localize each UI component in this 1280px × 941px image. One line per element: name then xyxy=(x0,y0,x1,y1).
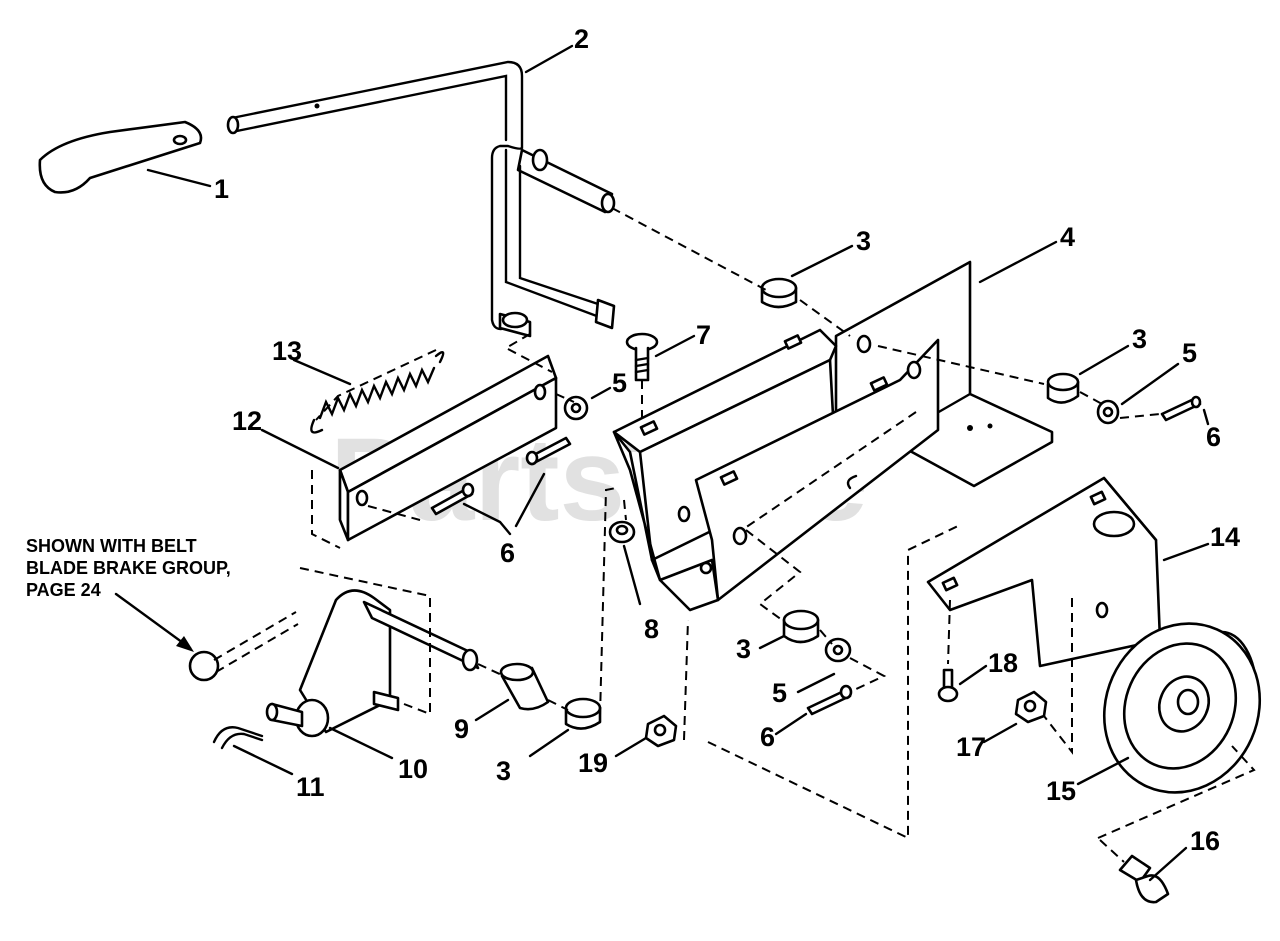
part-3-bushing-bottom[interactable] xyxy=(782,609,820,644)
assembly-guide-lines xyxy=(299,207,1256,863)
main-channel-bracket[interactable] xyxy=(612,328,940,612)
callout-6-right: 6 xyxy=(1206,422,1221,452)
part-18-bolt[interactable] xyxy=(937,668,959,703)
callout-7: 7 xyxy=(696,320,711,350)
callout-3-left: 3 xyxy=(496,756,511,786)
callout-2: 2 xyxy=(574,24,589,54)
callout-16: 16 xyxy=(1190,826,1220,856)
callout-9: 9 xyxy=(454,714,469,744)
callout-10: 10 xyxy=(398,754,428,784)
part-15-pulley[interactable] xyxy=(1078,599,1280,818)
part-13-spring[interactable] xyxy=(310,350,445,434)
part-6-cotter-pin-right[interactable] xyxy=(1160,395,1202,422)
callout-14: 14 xyxy=(1210,522,1240,552)
part-5-washer-lower[interactable] xyxy=(824,637,852,663)
part-6-cotter-pin-middle[interactable] xyxy=(430,482,475,516)
callout-8: 8 xyxy=(644,614,659,644)
callout-12: 12 xyxy=(232,406,262,436)
note-line-1: SHOWN WITH BELT xyxy=(26,536,197,556)
part-3-bushing-top[interactable] xyxy=(760,277,798,309)
callout-13: 13 xyxy=(272,336,302,366)
callout-11: 11 xyxy=(296,772,325,802)
part-3-bushing-right[interactable] xyxy=(1046,372,1080,404)
part-10-pivot-plate[interactable] xyxy=(265,589,480,738)
callout-5-upper: 5 xyxy=(612,368,627,398)
part-17-hex-nut[interactable] xyxy=(1014,690,1048,724)
callout-6-middle: 6 xyxy=(500,538,515,568)
part-5-washer-upper[interactable] xyxy=(563,395,589,421)
note-line-3: PAGE 24 xyxy=(26,580,101,600)
part-19-flange-nut[interactable] xyxy=(644,714,678,748)
callout-4: 4 xyxy=(1060,222,1075,252)
part-9-spacer[interactable] xyxy=(499,662,550,711)
part-2-control-rod[interactable] xyxy=(226,60,616,338)
part-12-link-bar[interactable] xyxy=(338,354,558,542)
part-5-washer-right[interactable] xyxy=(1096,399,1120,425)
part-7-carriage-bolt[interactable] xyxy=(625,332,659,382)
callout-3-bottom: 3 xyxy=(736,634,751,664)
part-8-lock-nut[interactable] xyxy=(608,520,636,544)
callout-15: 15 xyxy=(1046,776,1076,806)
callout-6-lower: 6 xyxy=(760,722,775,752)
callout-3-right: 3 xyxy=(1132,324,1147,354)
part-1-handle-grip[interactable] xyxy=(38,120,203,194)
part-11-hairpin-clip[interactable] xyxy=(212,726,264,750)
callout-5-lower: 5 xyxy=(772,678,787,708)
callout-17: 17 xyxy=(956,732,986,762)
belt-blade-brake-rod xyxy=(188,611,299,682)
callout-5-right: 5 xyxy=(1182,338,1197,368)
callout-19: 19 xyxy=(578,748,608,778)
note-line-2: BLADE BRAKE GROUP, xyxy=(26,558,231,578)
callout-1: 1 xyxy=(214,174,229,204)
part-16-hex-bolt[interactable] xyxy=(1118,854,1170,904)
leader-lines xyxy=(114,44,1210,882)
callout-18: 18 xyxy=(988,648,1018,678)
callout-3-top: 3 xyxy=(856,226,871,256)
part-6-cotter-pin-lower[interactable] xyxy=(806,684,853,716)
part-6-cotter-pin-upper[interactable] xyxy=(525,436,572,466)
part-14-idler-bracket[interactable] xyxy=(926,476,1162,668)
part-3-bushing-left[interactable] xyxy=(564,697,602,730)
